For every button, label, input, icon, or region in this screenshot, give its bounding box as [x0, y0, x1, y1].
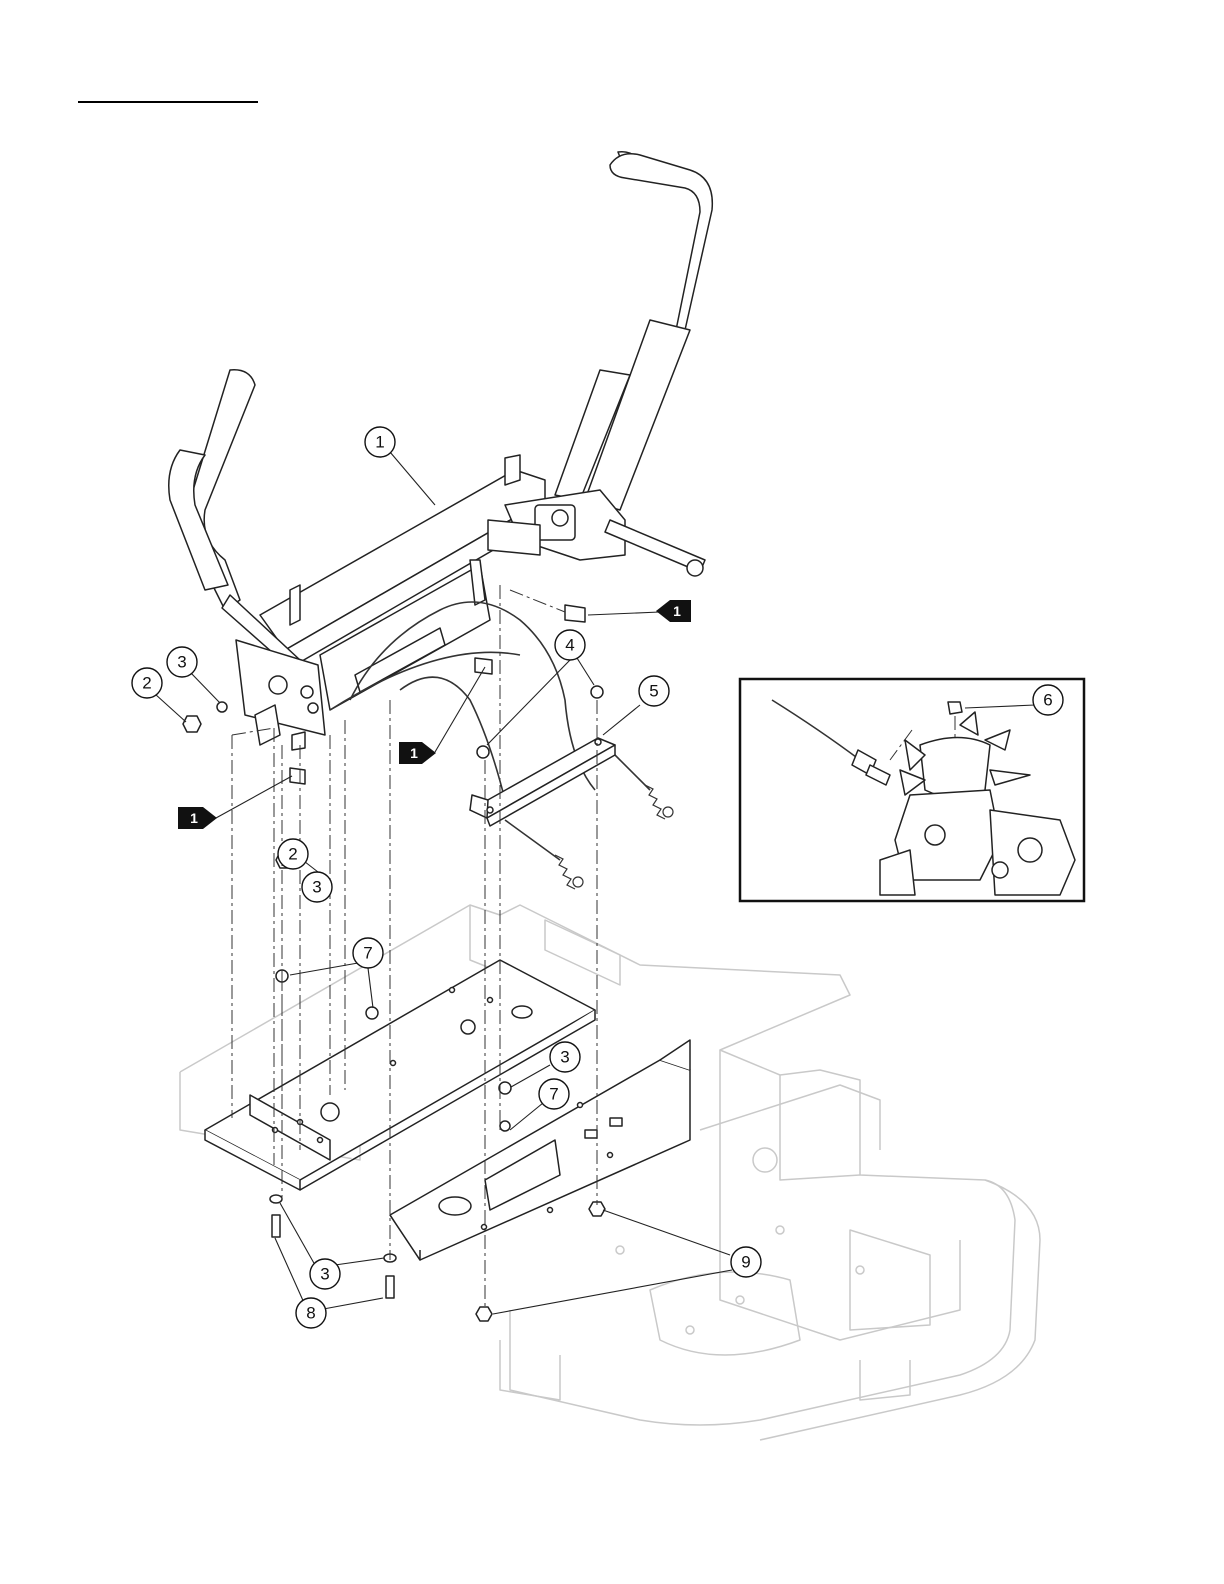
- svg-text:1: 1: [375, 433, 384, 452]
- callout-3-middle: 3: [302, 872, 332, 902]
- svg-text:3: 3: [177, 653, 186, 672]
- callout-3-bottom: 3: [310, 1259, 340, 1289]
- svg-text:3: 3: [312, 878, 321, 897]
- svg-text:7: 7: [363, 944, 372, 963]
- svg-text:2: 2: [288, 845, 297, 864]
- svg-text:5: 5: [649, 682, 658, 701]
- callout-3-left: 3: [167, 647, 197, 677]
- callout-3-right: 3: [550, 1042, 580, 1072]
- reference-flag-1-upper: 1: [656, 600, 691, 622]
- svg-text:1: 1: [410, 745, 418, 761]
- callout-9: 9: [731, 1247, 761, 1277]
- inset-detail: [740, 679, 1084, 901]
- callout-6: 6: [1033, 685, 1063, 715]
- callout-8: 8: [296, 1298, 326, 1328]
- reference-flag-1-lower: 1: [178, 807, 217, 829]
- svg-text:6: 6: [1043, 691, 1052, 710]
- svg-text:3: 3: [560, 1048, 569, 1067]
- svg-text:3: 3: [320, 1265, 329, 1284]
- left-control-lever: [169, 370, 325, 750]
- callout-2-middle: 2: [278, 839, 308, 869]
- svg-text:7: 7: [549, 1085, 558, 1104]
- callout-1: 1: [365, 427, 395, 457]
- svg-text:9: 9: [741, 1253, 750, 1272]
- callout-7-lower: 7: [539, 1079, 569, 1109]
- right-control-lever: [488, 152, 712, 576]
- svg-text:1: 1: [673, 603, 681, 619]
- callout-7-upper: 7: [353, 938, 383, 968]
- svg-text:4: 4: [565, 636, 574, 655]
- reference-flag-1-middle: 1: [399, 742, 436, 764]
- svg-text:8: 8: [306, 1304, 315, 1323]
- spring-bracket: [470, 738, 615, 826]
- callout-4: 4: [555, 630, 585, 660]
- svg-text:2: 2: [142, 674, 151, 693]
- svg-text:1: 1: [190, 810, 198, 826]
- callout-5: 5: [639, 676, 669, 706]
- callout-2-left: 2: [132, 668, 162, 698]
